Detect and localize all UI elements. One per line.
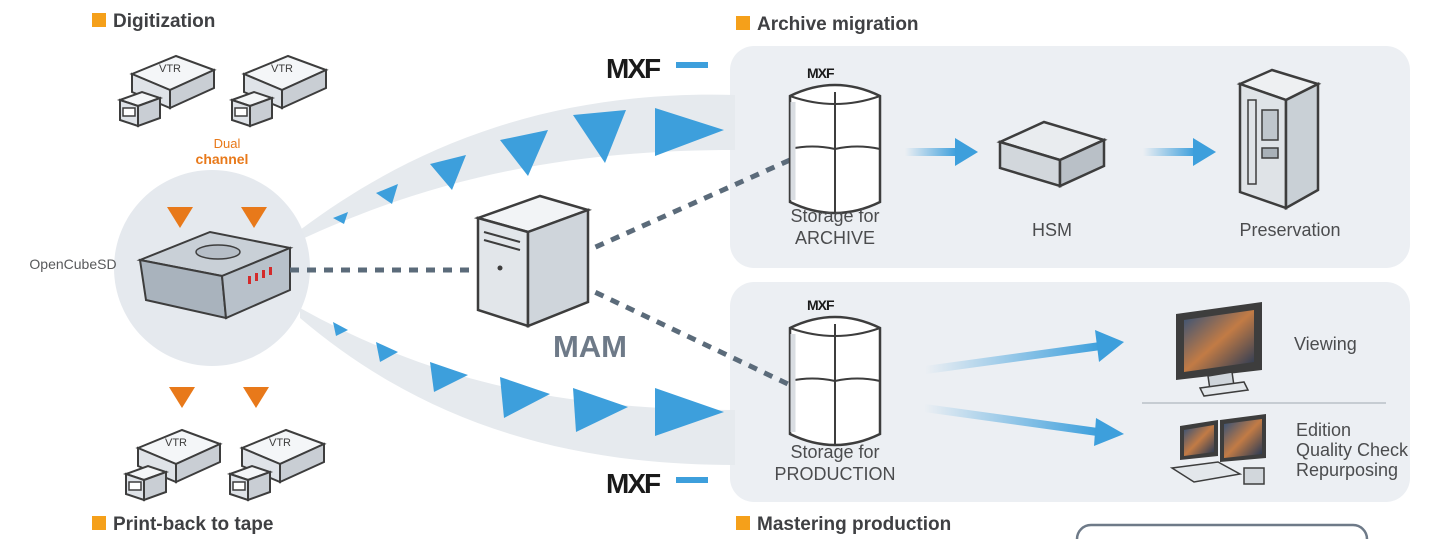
section-marker-icon bbox=[736, 516, 750, 530]
preservation-label: Preservation bbox=[1239, 220, 1340, 240]
mam-dashed-links bbox=[290, 157, 792, 388]
svg-text:MXF: MXF bbox=[606, 468, 661, 499]
vtr-icon: VTR bbox=[231, 55, 327, 127]
storage-archive-label-1: Storage for bbox=[790, 206, 879, 226]
arrow-to-viewing bbox=[925, 330, 1124, 374]
viewing-label: Viewing bbox=[1294, 334, 1357, 354]
storage-production-icon bbox=[790, 317, 880, 446]
repurposing-label: Repurposing bbox=[1296, 460, 1398, 480]
mxf-logo-bottom: MXF bbox=[606, 468, 708, 499]
preservation-rack-icon bbox=[1236, 68, 1322, 211]
mam-server-icon bbox=[473, 194, 593, 328]
section-marker-icon bbox=[92, 516, 106, 530]
vtr-icon: VTR bbox=[229, 429, 325, 501]
edition-label: Edition bbox=[1296, 420, 1351, 440]
hsm-label: HSM bbox=[1032, 220, 1072, 240]
heading-archive-migration: Archive migration bbox=[757, 14, 919, 35]
heading-print-back: Print-back to tape bbox=[113, 514, 273, 535]
svg-text:MXF: MXF bbox=[807, 297, 835, 313]
mxf-logo-small: MXF bbox=[807, 297, 836, 313]
storage-archive-icon bbox=[790, 85, 880, 214]
arrow-to-preservation bbox=[1143, 138, 1216, 166]
dual-label-2: channel bbox=[196, 151, 249, 167]
storage-production-label-2: PRODUCTION bbox=[775, 464, 896, 484]
svg-text:MXF: MXF bbox=[606, 53, 661, 84]
mam-label: MAM bbox=[553, 329, 627, 364]
heading-mastering: Mastering production bbox=[757, 514, 951, 535]
storage-archive-label-2: ARCHIVE bbox=[795, 228, 875, 248]
edition-workstation-icon bbox=[1169, 414, 1266, 485]
arrow-to-hsm bbox=[905, 138, 978, 166]
heading-digitization: Digitization bbox=[113, 11, 215, 32]
viewing-monitor-icon bbox=[1176, 302, 1262, 397]
opencube-device-icon bbox=[136, 230, 294, 320]
opencube-label: OpenCubeSD bbox=[29, 256, 116, 272]
svg-text:VTR: VTR bbox=[159, 63, 181, 75]
dual-channel-arrows-down bbox=[167, 120, 267, 228]
flow-arrows-production bbox=[333, 322, 724, 436]
flow-band-archive bbox=[300, 94, 735, 240]
section-marker-icon bbox=[736, 16, 750, 30]
section-marker-icon bbox=[92, 13, 106, 27]
storage-production-label-1: Storage for bbox=[790, 442, 879, 462]
flow-arrows-archive bbox=[333, 108, 724, 224]
mxf-logo-small: MXF bbox=[807, 65, 836, 81]
svg-text:MXF: MXF bbox=[807, 65, 835, 81]
mxf-logo-top: MXF bbox=[606, 53, 708, 84]
svg-text:VTR: VTR bbox=[165, 437, 187, 449]
hsm-device-icon bbox=[996, 120, 1108, 188]
quality-check-label: Quality Check bbox=[1296, 440, 1409, 460]
arrow-to-edition bbox=[924, 404, 1124, 446]
print-back-arrows-down bbox=[169, 302, 269, 408]
flow-band-production bbox=[300, 308, 735, 465]
svg-text:VTR: VTR bbox=[269, 437, 291, 449]
vtr-icon: VTR bbox=[119, 55, 215, 127]
legend-box bbox=[1075, 523, 1369, 539]
dual-label-1: Dual bbox=[214, 136, 241, 151]
vtr-icon: VTR bbox=[125, 429, 221, 501]
svg-text:VTR: VTR bbox=[271, 63, 293, 75]
